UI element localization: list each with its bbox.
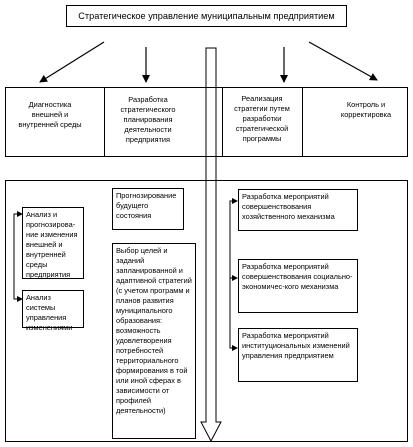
arrow-to-control [308,41,378,81]
program-item-1: Разработка мероприятий совершенствования… [238,189,358,231]
diagnostics-item-1: Анализ и прогнозирова-ние изменения внеш… [22,207,84,279]
branch-diagnostics: Диагностика внешней и внутренней среды [10,95,90,135]
branch-diagnostics-label: Диагностика внешней и внутренней среды [18,100,82,129]
program-item-1-text: Разработка мероприятий совершенствования… [242,192,335,221]
planning-item-2: Выбор целей и заданий запланированной и … [112,243,196,439]
branch-control: Контроль и корректировка [330,95,402,125]
branch-control-label: Контроль и корректировка [340,100,392,119]
planning-item-2-text: Выбор целей и заданий запланированной и … [116,246,192,415]
program-item-3: Разработка мероприятий институциональных… [238,328,358,382]
diagnostics-item-2-text: Анализ системы управления изменениями [26,293,73,332]
header-divider-3 [302,87,303,157]
planning-item-1: Прогнозирование будущего состояния [112,188,184,230]
program-item-3-text: Разработка мероприятий институциональных… [242,331,350,360]
header-divider-2 [222,87,223,157]
arrow-to-diagnostics [39,41,105,83]
lower-row-frame [5,180,408,442]
program-item-2-text: Разработка мероприятий совершенствования… [242,262,353,291]
diagram-title: Стратегическое управление муниципальным … [78,10,335,21]
title-box: Стратегическое управление муниципальным … [66,5,347,27]
diagnostics-item-1-text: Анализ и прогнозирова-ние изменения внеш… [26,210,78,279]
branch-planning-label: Разработка стратегического планирования … [120,95,176,144]
branch-implementation: Реализация стратегии путем разработки ст… [224,92,300,144]
branch-planning: Разработка стратегического планирования … [108,90,188,150]
header-row-frame [5,87,408,157]
program-item-2: Разработка мероприятий совершенствования… [238,259,358,313]
branch-implementation-label: Реализация стратегии путем разработки ст… [234,94,290,143]
planning-item-1-text: Прогнозирование будущего состояния [116,191,177,220]
header-divider-1 [104,87,105,157]
diagnostics-item-2: Анализ системы управления изменениями [22,290,84,332]
